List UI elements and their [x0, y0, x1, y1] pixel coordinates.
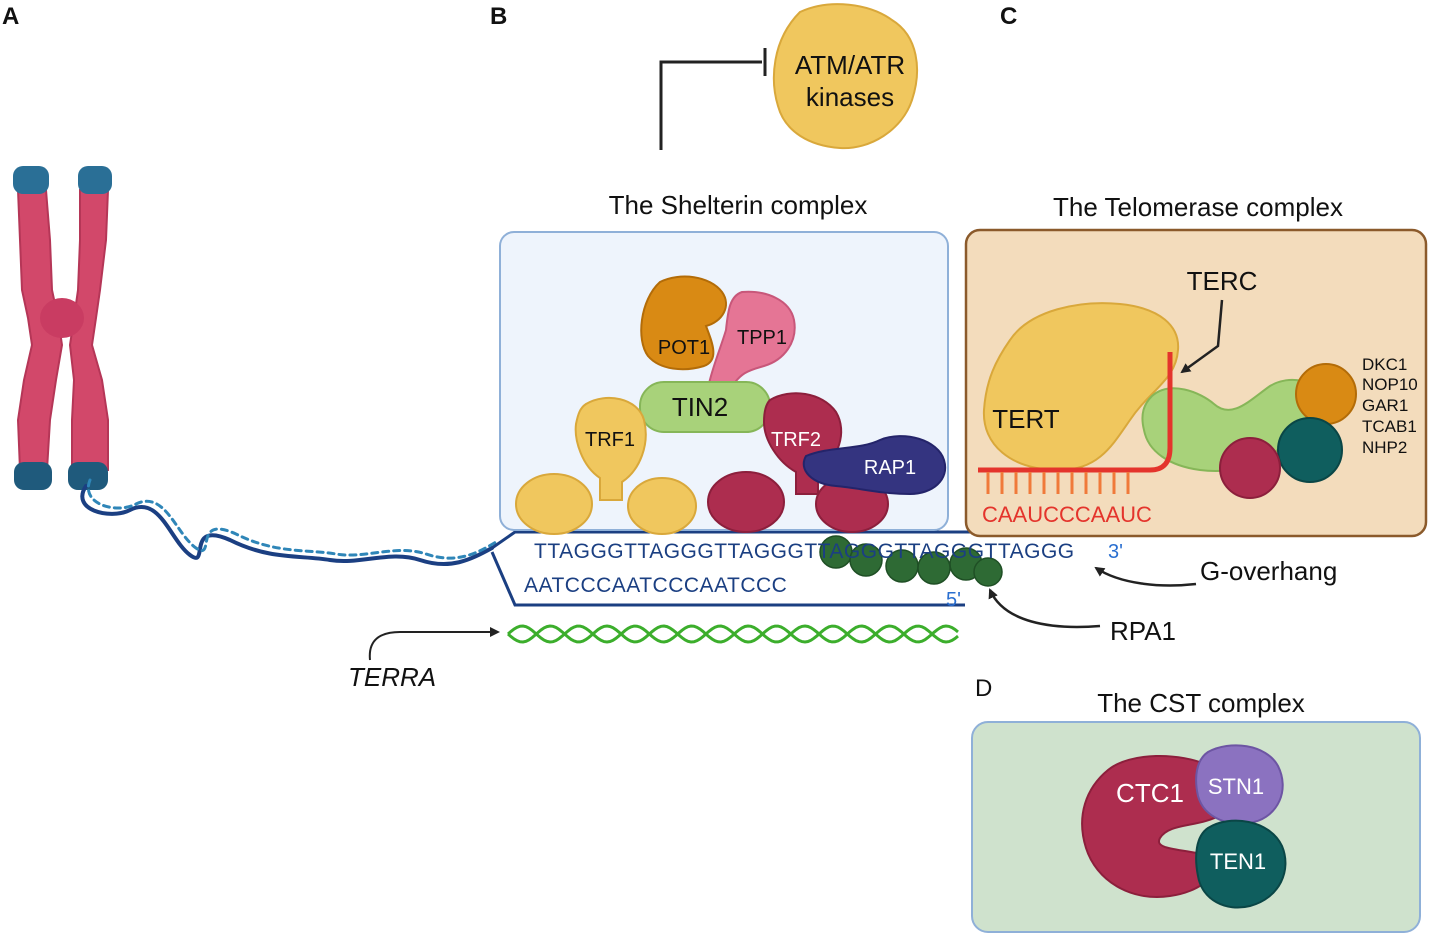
tpp1-label: TPP1 [737, 327, 787, 349]
trf2-label: TRF2 [771, 429, 821, 451]
protein-list-item: DKC1 [1362, 355, 1407, 374]
cst-proteins: CTC1 STN1 TEN1 [1081, 744, 1287, 909]
telomerase-proteins [982, 302, 1357, 499]
trf1-protein [574, 396, 647, 501]
protein-list-item: NOP10 [1362, 375, 1418, 394]
rpa1-label: RPA1 [1110, 616, 1176, 646]
three-prime-label: 3' [1108, 541, 1123, 563]
panel-label-a: A [2, 3, 19, 30]
g-overhang-label: G-overhang [1200, 556, 1337, 586]
stn1-label: STN1 [1208, 774, 1264, 799]
tin2-label: TIN2 [672, 392, 728, 422]
tpp1-protein [706, 290, 796, 392]
trf2-domain-left [707, 471, 785, 533]
protein-list-item: GAR1 [1362, 396, 1408, 415]
terra-strand-a [507, 624, 959, 644]
kinases-label-line2: kinases [806, 82, 894, 112]
rap1-label: RAP1 [864, 457, 916, 479]
telomere-cap-bottom-left [14, 462, 52, 490]
panel-label-d: D [975, 675, 992, 702]
telomerase-protein-list: DKC1 NOP10 GAR1 TCAB1 NHP2 [1362, 355, 1418, 457]
protein-list-item: TCAB1 [1362, 417, 1417, 436]
telomere-cap-top-left [13, 166, 49, 194]
rpa1-cluster [819, 535, 1003, 587]
panel-label-c: C [1000, 3, 1017, 30]
ctc1-label: CTC1 [1116, 778, 1184, 808]
bottom-strand-line [490, 551, 965, 607]
panel-label-b: B [490, 3, 507, 30]
tcab1-cluster-teal [1277, 417, 1343, 483]
terc-rna [978, 352, 1173, 473]
ten1-protein [1195, 819, 1287, 909]
protein-list-item: NHP2 [1362, 438, 1407, 457]
chromosome [13, 166, 112, 490]
terc-label: TERC [1187, 266, 1258, 296]
five-prime-label: 5' [946, 589, 961, 611]
tert-label: TERT [992, 404, 1060, 434]
terra-label: TERRA [348, 662, 436, 692]
nhp2-cluster-crimson [1219, 437, 1281, 499]
centromere [40, 298, 84, 338]
trf1-label: TRF1 [585, 429, 635, 451]
shelterin-title: The Shelterin complex [609, 190, 868, 220]
terra-rna [507, 624, 959, 644]
cst-box [971, 721, 1421, 933]
inhibition-line [659, 60, 762, 150]
pot1-protein [640, 275, 727, 371]
pot1-label: POT1 [658, 337, 710, 359]
atm-atr-kinases: ATM/ATR kinases [773, 3, 919, 150]
g-overhang-arrow [1094, 566, 1197, 587]
stn1-protein [1195, 744, 1284, 825]
trf1-domain-right [627, 477, 697, 535]
shelterin-proteins: POT1 TPP1 TIN2 TRF1 TRF2 RAP1 [515, 275, 947, 535]
tert-protein [982, 302, 1180, 472]
bottom-strand-sequence: AATCCCAATCCCAATCCC [524, 574, 787, 597]
top-strand-line [491, 530, 1110, 550]
kinases-label-line1: ATM/ATR [795, 50, 905, 80]
dkc1-cluster-orange [1295, 363, 1357, 425]
terc-arrow [1180, 299, 1224, 374]
trf1-domain-left [515, 473, 593, 535]
rap1-protein [802, 435, 947, 496]
rpa1-arrow [988, 588, 1101, 629]
rna-template-teeth [986, 472, 1130, 494]
rna-template-sequence: CAAUCCCAAUC [982, 502, 1152, 527]
telomere-cap-top-right [78, 166, 112, 194]
terra-strand-b [507, 624, 959, 644]
terra-arrow [368, 627, 500, 661]
telomerase-title: The Telomerase complex [1053, 192, 1343, 222]
ten1-label: TEN1 [1210, 849, 1266, 874]
top-strand-sequence: TTAGGGTTAGGGTTAGGGTTAGGGTTAGGGTTAGGG [534, 540, 1075, 563]
telomere-cap-bottom-right [68, 462, 108, 490]
cst-title: The CST complex [1097, 688, 1305, 718]
chromatin-strand [80, 478, 498, 566]
